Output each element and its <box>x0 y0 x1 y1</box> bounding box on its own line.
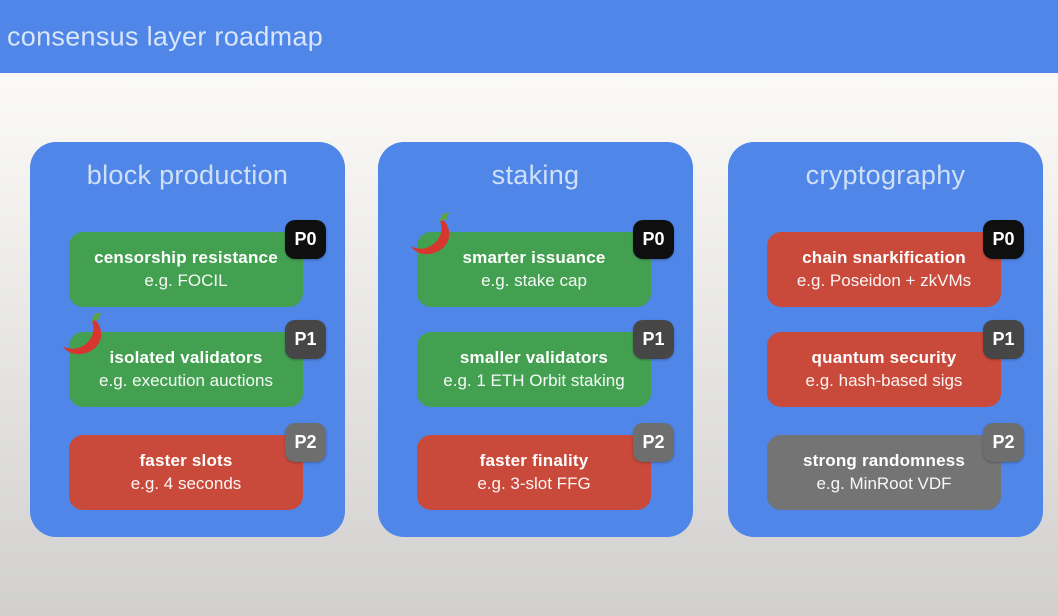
card-strong-randomness: P2 strong randomness e.g. MinRoot VDF <box>767 423 1024 510</box>
card-title: quantum security <box>811 347 957 367</box>
card-subtitle: e.g. 4 seconds <box>130 473 242 493</box>
column-title: block production <box>86 160 289 190</box>
card-subtitle: e.g. hash-based sigs <box>805 370 963 390</box>
card-title: faster slots <box>139 450 233 470</box>
column-cryptography: cryptography P0 chain snarkification e.g… <box>728 142 1043 537</box>
card-subtitle: e.g. execution auctions <box>99 370 273 390</box>
card-faster-finality: P2 faster finality e.g. 3-slot FFG <box>417 423 674 510</box>
column-title: staking <box>491 160 580 190</box>
priority-badge: P1 <box>285 320 326 359</box>
card-quantum-security: P1 quantum security e.g. hash-based sigs <box>767 320 1024 407</box>
card-title: isolated validators <box>109 347 263 367</box>
card-title: faster finality <box>479 450 589 470</box>
card-chain-snarkification: P0 chain snarkification e.g. Poseidon + … <box>767 220 1024 307</box>
chili-pepper-icon <box>407 211 454 258</box>
priority-badge: P0 <box>983 220 1024 259</box>
slide-header-bar: consensus layer roadmap <box>0 0 1058 73</box>
card-subtitle: e.g. FOCIL <box>144 270 228 290</box>
column-title: cryptography <box>805 160 966 190</box>
card-title: smarter issuance <box>462 247 606 267</box>
card-title: smaller validators <box>459 347 609 367</box>
card-subtitle: e.g. 3-slot FFG <box>477 473 591 493</box>
column-staking: staking P0 smarter issuance e.g. stake c… <box>378 142 693 537</box>
page-title: consensus layer roadmap <box>7 21 324 51</box>
chili-pepper-icon <box>59 311 106 358</box>
priority-badge: P1 <box>983 320 1024 359</box>
priority-badge: P0 <box>633 220 674 259</box>
priority-badge: P1 <box>633 320 674 359</box>
priority-badge: P0 <box>285 220 326 259</box>
priority-badge: P2 <box>633 423 674 462</box>
card-smaller-validators: P1 smaller validators e.g. 1 ETH Orbit s… <box>417 320 674 407</box>
card-censorship-resistance: P0 censorship resistance e.g. FOCIL <box>69 220 326 307</box>
card-isolated-validators: P1 isolated validators e.g. execution au… <box>62 312 326 407</box>
card-smarter-issuance: P0 smarter issuance e.g. stake cap <box>410 212 674 307</box>
priority-badge: P2 <box>983 423 1024 462</box>
card-subtitle: e.g. Poseidon + zkVMs <box>796 270 972 290</box>
card-subtitle: e.g. stake cap <box>481 270 587 290</box>
card-subtitle: e.g. MinRoot VDF <box>816 473 952 493</box>
priority-badge: P2 <box>285 423 326 462</box>
card-title: strong randomness <box>802 450 966 470</box>
card-faster-slots: P2 faster slots e.g. 4 seconds <box>69 423 326 510</box>
card-title: censorship resistance <box>94 247 278 267</box>
column-block-production: block production P0 censorship resistanc… <box>30 142 345 537</box>
card-subtitle: e.g. 1 ETH Orbit staking <box>443 370 625 390</box>
card-title: chain snarkification <box>802 247 966 267</box>
